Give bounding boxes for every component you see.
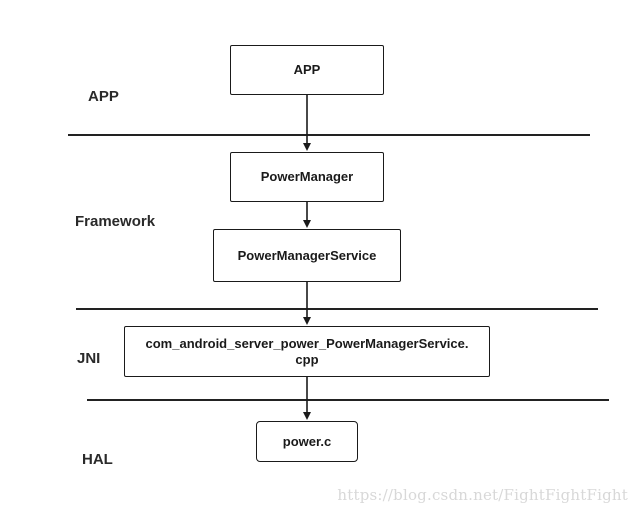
app-box-label: APP [293,62,321,77]
power-manager-box-label: PowerManager [260,169,354,184]
jni-file-box-label: com_android_server_power_PowerManagerSer… [145,335,469,367]
layer-label-framework: Framework [75,213,156,230]
power-manager-service-box: PowerManagerService [213,229,401,282]
divider-jni-hal [87,399,609,401]
watermark: https://blog.csdn.net/FightFightFight [337,486,628,504]
jni-file-box: com_android_server_power_PowerManagerSer… [124,326,490,377]
divider-app-framework [68,134,590,136]
layer-label-app: APP [88,88,119,105]
hal-file-box-label: power.c [282,433,332,449]
hal-file-box: power.c [256,421,358,462]
app-box: APP [230,45,384,95]
layer-label-jni: JNI [77,350,101,367]
divider-framework-jni [76,308,598,310]
layer-label-hal: HAL [82,451,113,468]
power-manager-service-box-label: PowerManagerService [237,247,377,263]
power-manager-box: PowerManager [230,152,384,202]
